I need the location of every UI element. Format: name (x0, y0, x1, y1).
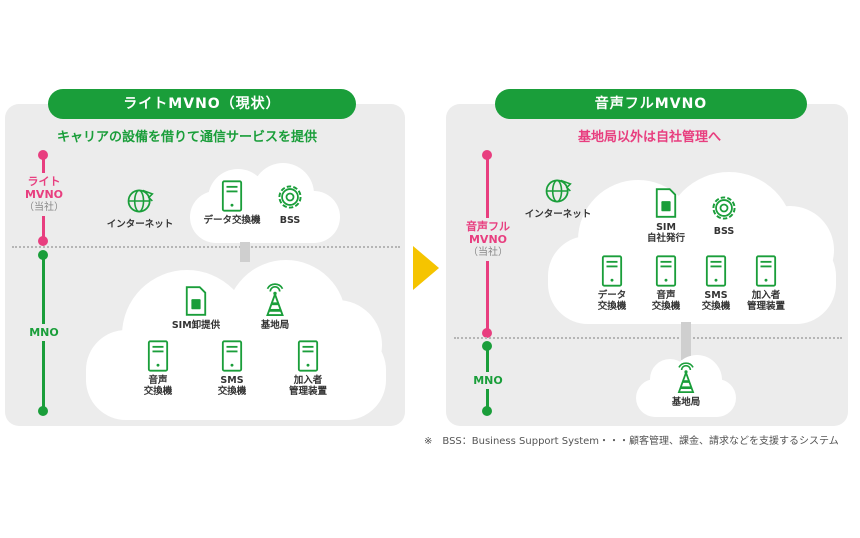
right-mno-dot-bottom (482, 406, 492, 416)
right-bss: BSS (702, 193, 746, 237)
right-divider (454, 337, 842, 339)
left-voice-switch: 音声 交換機 (136, 340, 180, 397)
right-voice-switch: 音声 交換機 (644, 255, 688, 312)
left-subscriber-label: 加入者 管理装置 (288, 375, 327, 397)
tower-icon (259, 283, 291, 317)
left-mvno-dot-bottom (38, 236, 48, 246)
left-mno-dot-bottom (38, 406, 48, 416)
bss-footnote: ※ BSS：Business Support System・・・顧客管理、課金、… (424, 436, 839, 447)
right-voice-switch-label: 音声 交換機 (651, 290, 681, 312)
right-top-cloud (548, 172, 836, 324)
left-internet-label: インターネット (106, 219, 174, 230)
right-sim: SIM 自社発行 (636, 187, 696, 244)
right-cloud-connector (681, 322, 691, 360)
right-data-switch-label: データ 交換機 (597, 290, 627, 312)
left-sim-label: SIM卸提供 (171, 320, 221, 331)
left-sms-switch: SMS 交換機 (210, 340, 254, 397)
right-mno-dot-top (482, 341, 492, 351)
right-bss-label: BSS (713, 226, 735, 237)
server-icon (221, 340, 243, 372)
server-icon (221, 180, 243, 212)
left-mvno-label: ライト MVNO （当社） (16, 173, 72, 216)
right-subtitle: 基地局以外は自社管理へ (578, 130, 722, 145)
right-subscriber-label: 加入者 管理装置 (746, 290, 785, 312)
gear-icon (709, 193, 739, 223)
left-mno-label: MNO (18, 324, 70, 341)
left-voice-switch-label: 音声 交換機 (143, 375, 173, 397)
server-icon (655, 255, 677, 287)
left-mvno-label-text: ライト MVNO (24, 175, 64, 201)
right-sms-switch-label: SMS 交換機 (701, 290, 731, 312)
left-mno-dot-top (38, 250, 48, 260)
left-mvno-sub: （当社） (24, 202, 64, 213)
left-base-station: 基地局 (246, 283, 304, 331)
right-data-switch: データ 交換機 (590, 255, 634, 312)
globe-icon (125, 186, 155, 216)
gear-icon (275, 182, 305, 212)
server-icon (755, 255, 777, 287)
left-divider (12, 246, 400, 248)
right-base-station: 基地局 (658, 362, 714, 408)
arrow-right-icon (413, 246, 439, 290)
left-data-switch: データ交換機 (198, 180, 266, 226)
left-data-switch-label: データ交換機 (203, 215, 261, 226)
left-sms-switch-label: SMS 交換機 (217, 375, 247, 397)
left-internet: インターネット (98, 186, 182, 230)
left-base-station-label: 基地局 (260, 320, 290, 331)
right-internet-label: インターネット (524, 209, 592, 220)
left-cloud-connector (240, 242, 250, 262)
right-mvno-dot-top (482, 150, 492, 160)
left-title: ライトMVNO（現状） (48, 89, 356, 119)
right-sim-label: SIM 自社発行 (646, 222, 685, 244)
left-sim: SIM卸提供 (160, 285, 232, 331)
server-icon (147, 340, 169, 372)
right-mvno-dot-bottom (482, 328, 492, 338)
right-sms-switch: SMS 交換機 (694, 255, 738, 312)
right-mno-label: MNO (462, 372, 514, 389)
right-title: 音声フルMVNO (495, 89, 807, 119)
right-internet: インターネット (516, 176, 600, 220)
right-subscriber: 加入者 管理装置 (738, 255, 794, 312)
server-icon (297, 340, 319, 372)
server-icon (601, 255, 623, 287)
left-bss-label: BSS (279, 215, 301, 226)
left-mvno-dot-top (38, 150, 48, 160)
right-mvno-label: 音声フル MVNO （当社） (458, 218, 518, 261)
left-subtitle: キャリアの設備を借りて通信サービスを提供 (57, 130, 318, 145)
globe-icon (543, 176, 573, 206)
left-bss: BSS (268, 182, 312, 226)
right-mvno-sub: （当社） (468, 247, 508, 258)
right-base-station-label: 基地局 (671, 397, 701, 408)
sim-icon (184, 285, 208, 317)
server-icon (705, 255, 727, 287)
sim-icon (654, 187, 678, 219)
left-bottom-cloud (86, 260, 386, 420)
right-mvno-label-text: 音声フル MVNO (466, 220, 510, 246)
left-subscriber: 加入者 管理装置 (280, 340, 336, 397)
tower-icon (671, 362, 701, 394)
